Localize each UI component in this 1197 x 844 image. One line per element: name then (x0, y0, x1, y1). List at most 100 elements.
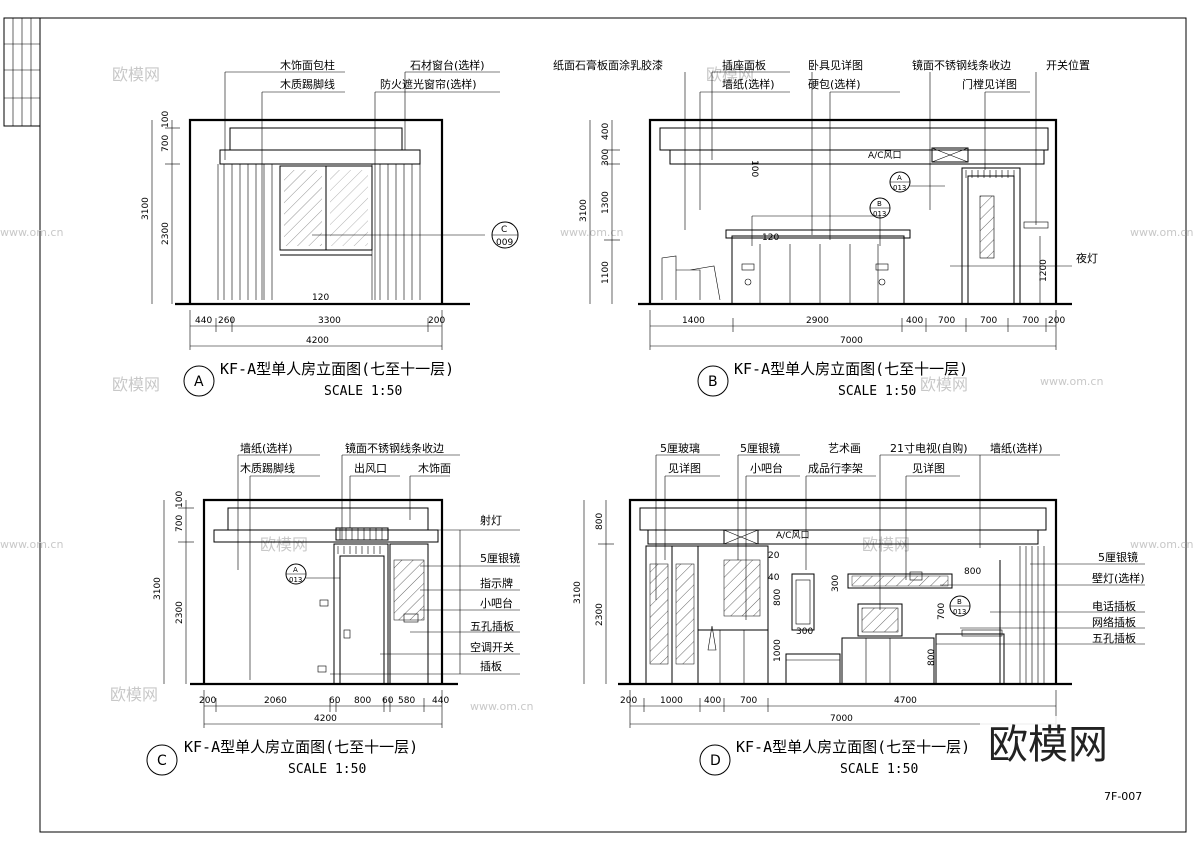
elevation-view-a: 木饰面包柱 木质踢脚线 石材窗台(选样) 防火遮光窗帘(选样) C 00 (141, 58, 519, 399)
callout-letter: B (957, 598, 962, 606)
dimension: 800 (773, 589, 783, 606)
watermark: 欧模网 (112, 65, 160, 84)
label: 纸面石膏板面涂乳胶漆 (553, 58, 663, 72)
label: 21寸电视(自购) (890, 441, 968, 455)
label: 5厘银镜 (480, 551, 520, 565)
label: 木质踢脚线 (240, 461, 295, 475)
dimension: 100 (749, 160, 759, 177)
view-letter: C (157, 753, 167, 769)
view-scale: SCALE 1:50 (288, 762, 366, 777)
watermark-domain: www.om.cn (0, 538, 63, 551)
dimension: 800 (595, 513, 605, 530)
dimension: 700 (938, 316, 955, 326)
dimension: 60 (382, 696, 394, 706)
ac-vent-label: A/C风口 (776, 530, 809, 541)
dimension: 40 (768, 573, 780, 583)
label: 石材窗台(选样) (410, 58, 485, 72)
watermark: 欧模网 (920, 375, 968, 394)
elevation-view-d: 5厘玻璃 见详图 5厘银镜 小吧台 艺术画 成品行李架 21寸电视(自购) 见详… (573, 441, 1145, 777)
dimension: 2300 (175, 601, 185, 624)
label: 见详图 (912, 461, 945, 475)
label: 小吧台 (480, 596, 513, 610)
dimension: 4700 (894, 696, 917, 706)
label: 五孔插板 (1092, 631, 1136, 645)
label: 出风口 (354, 461, 387, 475)
dimension: 440 (195, 316, 212, 326)
dimension: 1000 (660, 696, 683, 706)
dimension: 7000 (840, 336, 863, 346)
watermark-domain: www.om.cn (1130, 538, 1193, 551)
dimension: 1400 (682, 316, 705, 326)
dimension: 700 (740, 696, 757, 706)
dimension: 800 (927, 649, 937, 666)
label: 5厘银镜 (1098, 550, 1138, 564)
dimension: 440 (432, 696, 449, 706)
brand-logo-backdrop (980, 716, 1130, 768)
label: 防火遮光窗帘(选样) (380, 77, 477, 91)
dimension: 60 (329, 696, 341, 706)
label: 网络插板 (1092, 615, 1136, 629)
dimension: 300 (601, 149, 611, 166)
watermark-domain: www.om.cn (470, 700, 533, 713)
dimension: 700 (161, 135, 171, 152)
label: 开关位置 (1046, 58, 1090, 72)
dimension: 700 (937, 603, 947, 620)
label: 木饰面 (418, 461, 451, 475)
label: 木饰面包柱 (280, 58, 335, 72)
label: 见详图 (668, 461, 701, 475)
view-title: KF-A型单人房立面图(七至十一层) (734, 360, 968, 378)
dimension: 1300 (601, 191, 611, 214)
dimension: 200 (620, 696, 637, 706)
label: 指示牌 (480, 576, 513, 590)
watermark-domain: www.om.cn (1040, 375, 1103, 388)
brand-logo: 欧模网 (988, 722, 1108, 768)
dimension: 200 (199, 696, 216, 706)
view-scale: SCALE 1:50 (840, 762, 918, 777)
dimension: 200 (1048, 316, 1065, 326)
sheet-frame (3, 17, 1187, 833)
dimension: 120 (762, 233, 779, 243)
label: 硬包(选样) (808, 77, 861, 91)
callout-letter: C (501, 225, 507, 235)
dimension: 580 (398, 696, 415, 706)
label: 小吧台 (750, 461, 783, 475)
view-title: KF-A型单人房立面图(七至十一层) (220, 360, 454, 378)
view-letter: B (708, 374, 718, 390)
dimension: 1000 (773, 639, 783, 662)
callout-letter: A (293, 566, 298, 574)
label: 墙纸(选样) (990, 441, 1043, 455)
dimension: 120 (312, 293, 329, 303)
watermark: 欧模网 (112, 375, 160, 394)
dimension: 7000 (830, 714, 853, 724)
callout-number: 009 (496, 238, 513, 248)
dimension: 1200 (1039, 259, 1049, 282)
dimension: 700 (175, 515, 185, 532)
label: 插板 (480, 659, 502, 673)
dimension: 2300 (161, 222, 171, 245)
label: 镜面不锈钢线条收边 (912, 58, 1011, 72)
dimension: 100 (161, 111, 171, 128)
label: 镜面不锈钢线条收边 (345, 441, 444, 455)
dimension: 3100 (573, 581, 583, 604)
dimension: 800 (354, 696, 371, 706)
label: 电话插板 (1092, 599, 1136, 613)
dimension: 400 (601, 123, 611, 140)
dimension: 3100 (141, 197, 151, 220)
dimension: 4200 (306, 336, 329, 346)
dimension: 700 (980, 316, 997, 326)
label: 门樘见详图 (962, 77, 1017, 91)
ac-vent-label: A/C风口 (868, 150, 901, 161)
label: 插座面板 (722, 58, 766, 72)
watermark-domain: www.om.cn (0, 226, 63, 239)
dimension: 2900 (806, 316, 829, 326)
watermark-domain: www.om.cn (560, 226, 623, 239)
callout-number: 013 (289, 576, 302, 584)
watermark: 欧模网 (706, 65, 754, 84)
callout-number: 013 (873, 210, 886, 218)
dimension: 1100 (601, 261, 611, 284)
elevation-view-c: 墙纸(选样) 木质踢脚线 镜面不锈钢线条收边 出风口 木饰面 射灯 5厘银镜 指… (146, 441, 520, 777)
elevation-view-b: 纸面石膏板面涂乳胶漆 插座面板 墙纸(选样) 卧具见详图 硬包(选样) 镜面不锈… (553, 58, 1098, 399)
dimension: 260 (218, 316, 235, 326)
label: 空调开关 (470, 640, 514, 654)
